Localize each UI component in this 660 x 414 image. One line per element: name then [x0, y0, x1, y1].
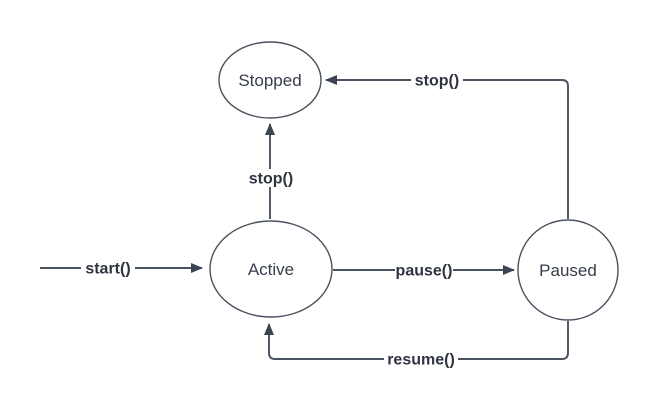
transition-stop-paused: stop() — [325, 71, 569, 219]
transition-resume-label-bg — [384, 350, 458, 368]
state-shape-active — [209, 220, 333, 318]
state-shape-stopped — [218, 41, 322, 119]
transition-start-label: start() — [85, 261, 130, 278]
transition-stop-active: stop() — [245, 123, 297, 219]
transition-resume-label: resume() — [387, 352, 455, 369]
transition-resume: resume() — [264, 321, 569, 369]
state-node-stopped: Stopped — [218, 41, 322, 119]
transition-pause-label: pause() — [396, 263, 453, 280]
state-shape-paused — [517, 219, 619, 321]
transition-pause-label-bg — [395, 261, 453, 279]
state-label-active: Active — [248, 260, 294, 279]
transition-start-label-bg — [81, 259, 135, 277]
state-node-paused: Paused — [517, 219, 619, 321]
transition-stop-active-label-bg — [245, 169, 297, 187]
state-label-paused: Paused — [539, 261, 597, 280]
transition-start: start() — [40, 259, 203, 278]
transition-stop-paused-label: stop() — [415, 73, 459, 90]
transition-stop-active-label: stop() — [249, 171, 293, 188]
transition-stop-paused-arrow — [325, 75, 569, 219]
transition-stop-paused-label-bg — [411, 71, 463, 89]
state-node-active: Active — [209, 220, 333, 318]
transition-pause: pause() — [333, 261, 515, 280]
state-label-stopped: Stopped — [238, 71, 301, 90]
